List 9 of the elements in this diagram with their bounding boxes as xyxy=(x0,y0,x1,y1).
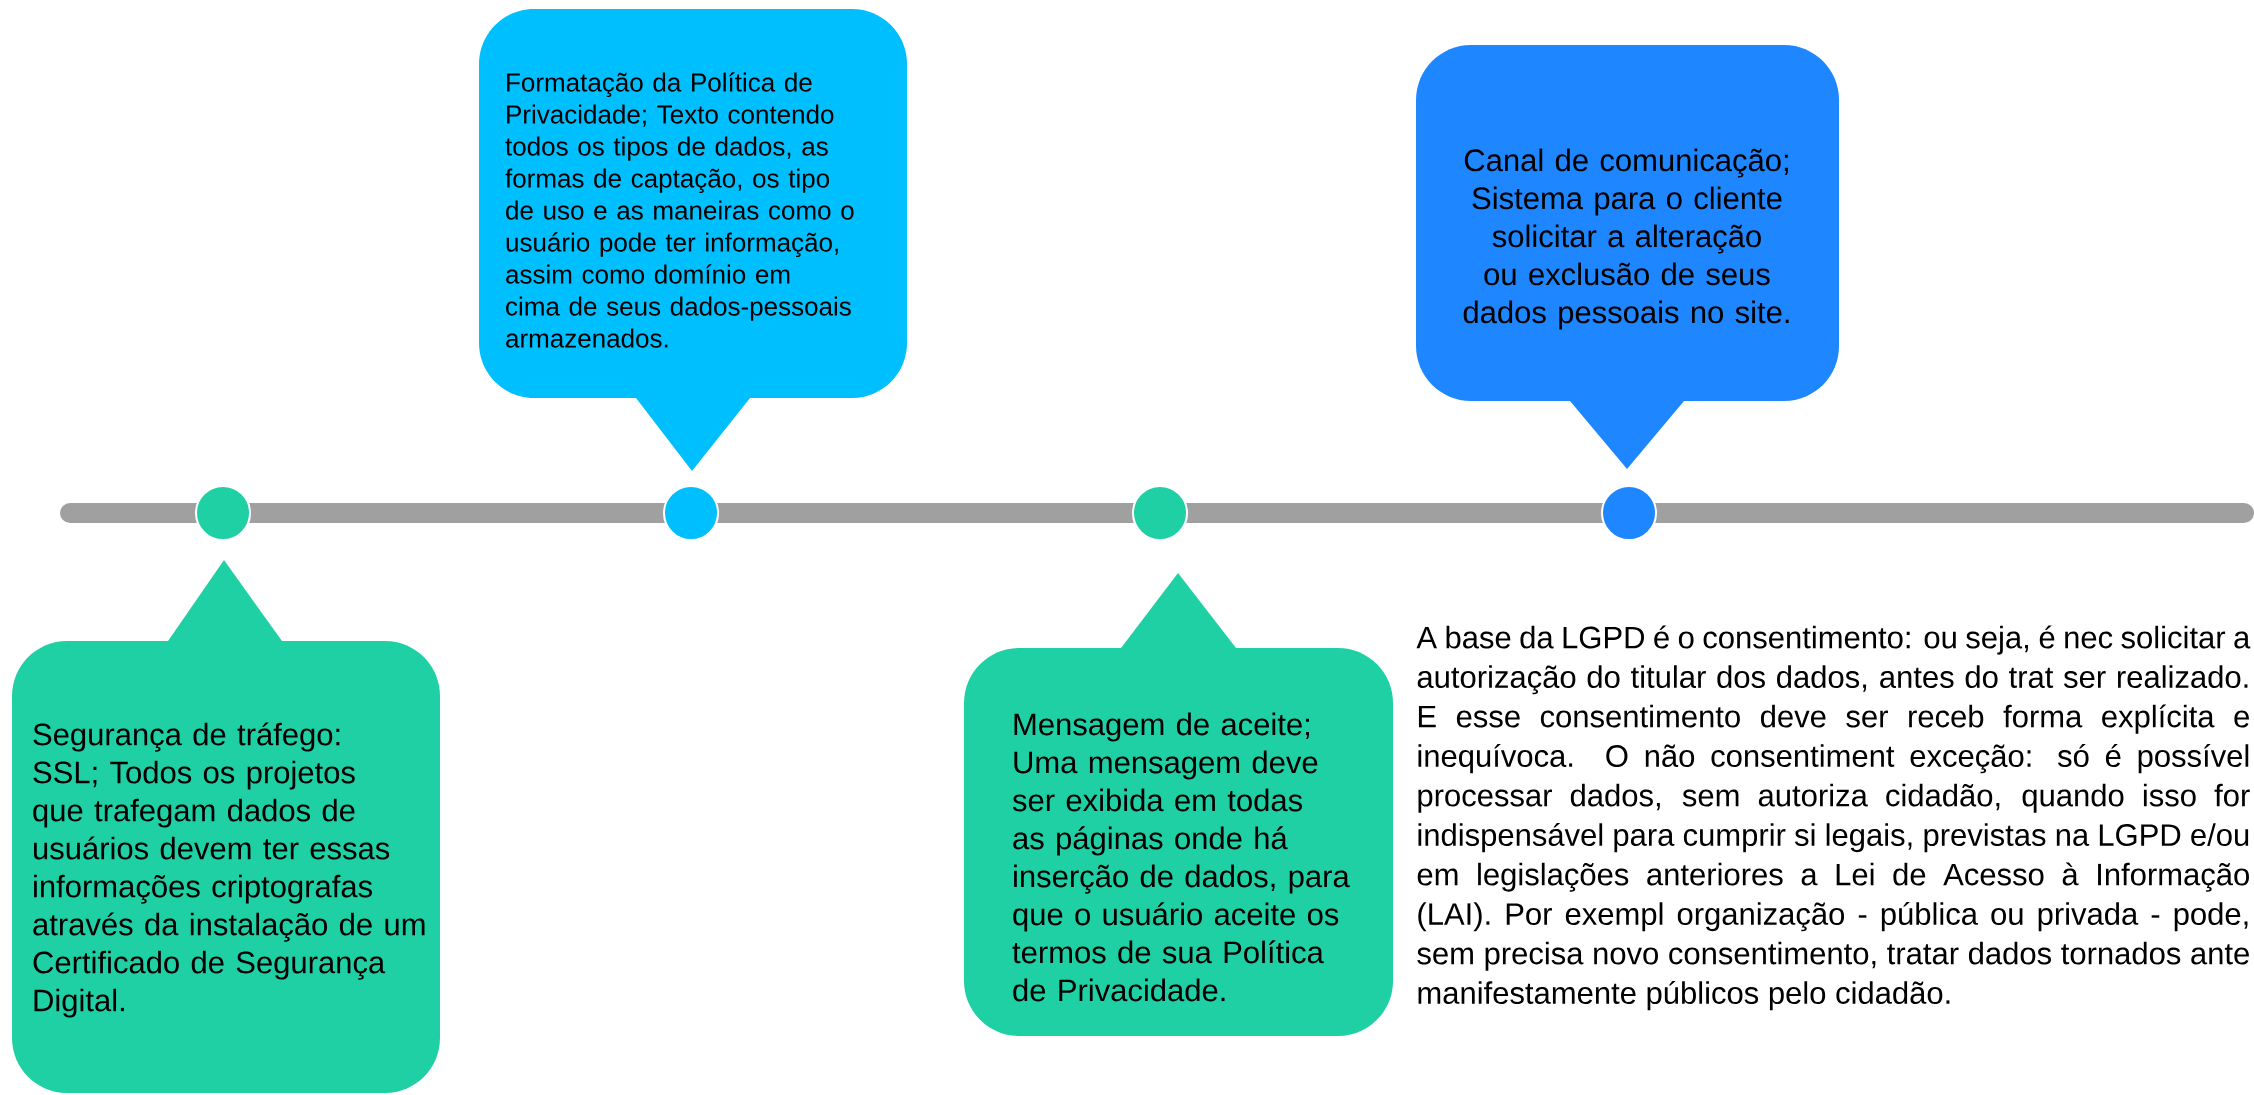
speech-bubble: Canal de comunicação; Sistema para o cliente solicitar a alteração ou exclusão de seus dados pessoais no site. xyxy=(1416,45,1839,469)
timeline-dot xyxy=(1601,485,1657,541)
timeline-dot xyxy=(195,485,251,541)
timeline-dot xyxy=(1132,485,1188,541)
speech-bubble: Formatação da Política de Privacidade; Texto contendo todos os tipos de dados, as formas de captação, os tipo de uso e as maneiras como o usuário pode ter informação, assim como domínio em cima de seus dados-pessoais armazenados. xyxy=(479,9,907,471)
speech-bubble: Mensagem de aceite; Uma mensagem deve ser exibida em todas as páginas onde há inserção de dados, para que o usuário aceite os termos de sua Política de Privacidade. xyxy=(964,573,1393,1036)
paragraph: A base da LGPD é o consentimento: ou seja, é nec solicitar a autorização do titular dos dados, antes do trat ser realizado. E esse consentimento deve ser receb forma explícita e inequívoca. O não consentiment exceção: só é possível processar dados, sem autoriza cidadão, quando isso for indispensável para cumprir si legais, previstas na LGPD e/ou em legislações anteriores a Lei de Acesso à Informação (LAI). Por exempl organização - pública ou privada - pode, sem precisa novo consentimento, tratar dados tornados ante manifestamente públicos pelo cidadão. xyxy=(1416,625,2251,1011)
timeline-dot xyxy=(663,485,719,541)
speech-bubble: Segurança de tráfego: SSL; Todos os projetos que trafegam dados de usuários devem ter essas informações criptografas através da instalação de um Certificado de Segurança Digital. xyxy=(12,560,440,1093)
